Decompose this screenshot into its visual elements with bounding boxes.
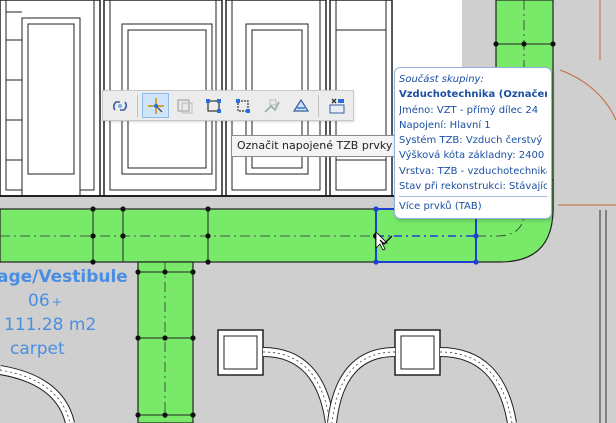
node-edit-button[interactable] <box>200 93 227 118</box>
curved-tubes <box>0 347 517 423</box>
info-row-connection: Napojení: Hlavní 1 <box>399 119 491 131</box>
group-edit-icon <box>177 99 192 113</box>
element-info-popup: Součást skupiny: Vzduchotechnika (Označe… <box>394 67 552 219</box>
mep-layer-button[interactable] <box>323 93 350 118</box>
mep-layer-icon <box>329 98 344 113</box>
route-button[interactable] <box>258 93 285 118</box>
info-row-system: Systém TZB: Vzduch čerstvý <box>399 135 543 147</box>
bounding-box-icon <box>235 98 250 113</box>
info-divider <box>399 196 547 198</box>
duct-vertical-lower[interactable] <box>137 261 194 423</box>
room-name: age/Vestibule <box>0 267 128 287</box>
link-duct-button[interactable] <box>106 93 133 118</box>
duct-horizontal-main[interactable] <box>0 208 377 263</box>
info-row-name: Jméno: VZT - přímý dílec 24 <box>399 104 539 116</box>
room-area: 111.28 m2 <box>4 315 97 335</box>
room-number: 06 <box>28 291 50 311</box>
room-material: carpet <box>10 339 65 359</box>
select-connected-icon <box>147 97 164 114</box>
info-more-elements[interactable]: Více prvků (TAB) <box>399 201 482 213</box>
route-icon <box>263 99 280 113</box>
tooltip: Označit napojené TZB prvky <box>231 135 399 157</box>
info-row-renovation: Stav při rekonstrukci: Stávající <box>399 181 547 193</box>
info-row-elevation: Výšková kóta základny: 2400 <box>399 150 545 162</box>
transform-icon <box>292 98 309 112</box>
select-connected-button[interactable] <box>142 93 169 118</box>
node-edit-icon <box>205 98 221 113</box>
bounding-box-button[interactable] <box>229 93 256 118</box>
info-title: Vzduchotechnika (Označeno) <box>399 89 547 101</box>
link-duct-icon <box>112 100 127 111</box>
info-row-layer: Vrstva: TZB - vzduchotechnika <box>399 165 547 177</box>
info-header: Součást skupiny: <box>399 74 484 85</box>
mouse-cursor-icon <box>375 231 393 251</box>
transform-button[interactable] <box>287 93 314 118</box>
toolbar-separator <box>318 94 319 117</box>
toolbar-separator <box>137 94 138 117</box>
mep-toolbar <box>102 90 354 121</box>
group-edit-button[interactable] <box>171 93 198 118</box>
